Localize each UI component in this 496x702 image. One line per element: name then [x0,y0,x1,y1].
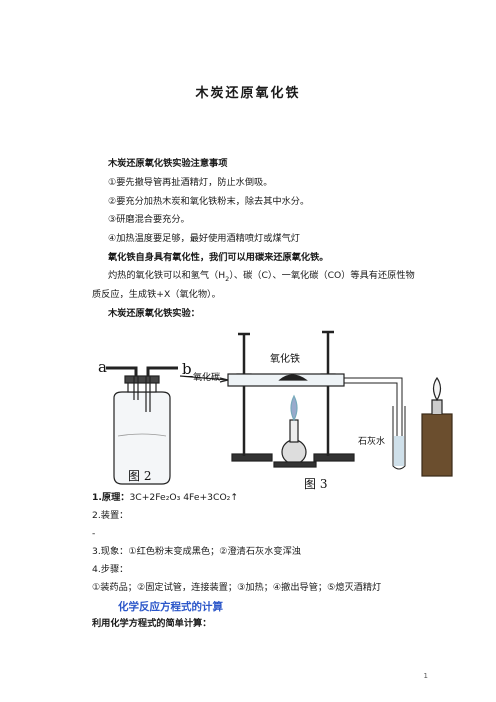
paragraph-text: ）、碳（C）、一氧化碳（CO）等具有还原性物质反应，生成铁+X（氧化物）。 [92,270,415,300]
note-item: ②要充分加热木炭和氧化铁粉末，除去其中水分。 [108,196,310,207]
label-a: a [98,358,107,376]
reduction-apparatus [179,330,453,477]
note-item: ①要先撤导管再扯酒精灯，防止水倒吸。 [108,177,273,188]
experiment-heading: 木炭还原氧化铁实验： [108,308,200,319]
calc-heading: 化学反应方程式的计算 [118,601,223,613]
notes-heading: 木炭还原氧化铁实验注意事项 [108,158,228,169]
page-title: 木炭还原氧化铁 [195,86,301,101]
principle-label: 1.原理： [92,492,130,503]
principle-line: 1.原理：3C+2Fe₂O₃ 4Fe+3CO₂↑ [92,492,238,504]
gas-washing-bottle [106,366,178,485]
figure-2-label: 图 2 [128,469,151,483]
h2-subscript: 2 [225,274,230,283]
phenomenon-line: 3.现象：①红色粉末变成黑色；②澄清石灰水变浑浊 [92,546,301,557]
figure-3-label: 图 3 [304,477,327,491]
dash-line: - [92,528,96,539]
note-item: ④加热温度要足够，最好使用酒精喷灯或煤气灯 [108,233,300,244]
apparatus-label: 2.装置： [92,510,129,521]
calc-subheading: 利用化学方程式的简单计算： [92,618,212,629]
principle-equation: 3C+2Fe₂O₃ 4Fe+3CO₂↑ [129,492,239,503]
apparatus-figure: a b 图 2 [98,330,453,491]
steps-label: 4.步骤： [92,564,129,575]
label-fe2o3: 氧化铁 [270,352,300,365]
note-item: ③研磨混合要充分。 [108,214,190,225]
label-limewater: 石灰水 [358,435,385,447]
label-b: b [182,360,192,378]
reduction-paragraph: 灼热的氧化铁可以和氢气（H2）、碳（C）、一氧化碳（CO）等具有还原性物质反应，… [92,268,422,303]
paragraph-text: 灼热的氧化铁可以和氢气（H [108,270,226,281]
oxidizing-heading: 氧化铁自身具有氧化性，我们可以用碳来还原氧化铁。 [108,252,329,263]
label-co: 一氧化碳 [184,371,220,383]
steps-line: ①装药品；②固定试管，连接装置；③加热；④撤出导管；⑤熄灭酒精灯 [92,582,382,593]
page-number: 1 [423,672,428,680]
